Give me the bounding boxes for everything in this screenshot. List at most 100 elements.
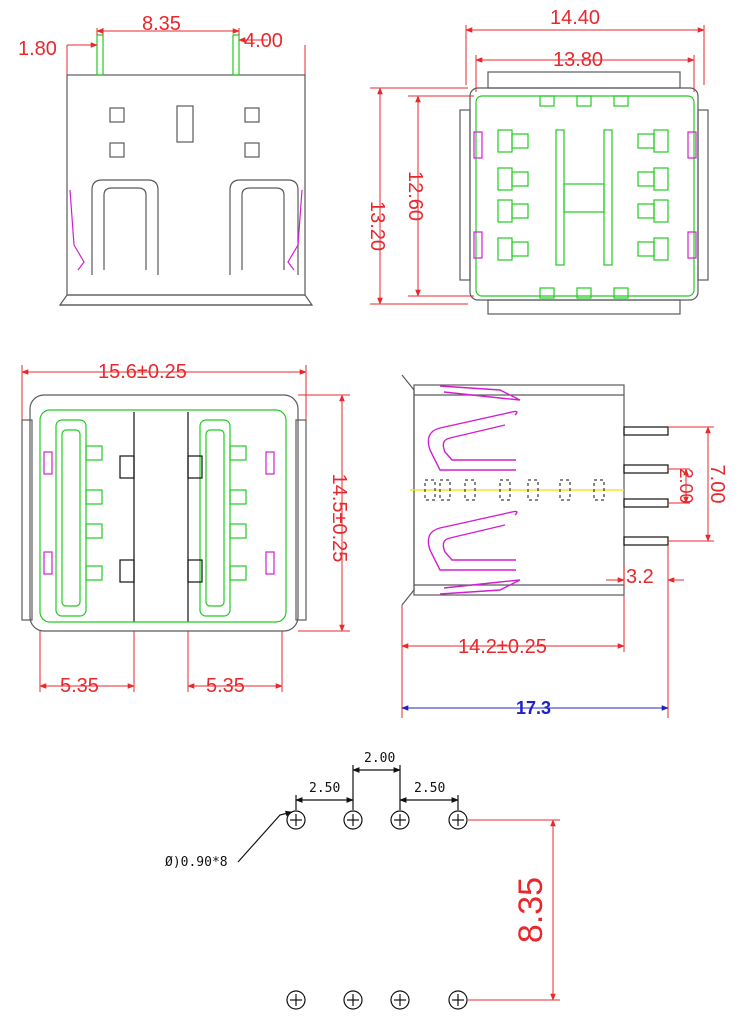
side-bottom-spring <box>439 579 521 595</box>
top-side-right <box>697 109 709 281</box>
top-contact-pad <box>511 241 529 257</box>
top-view-dims <box>370 25 705 305</box>
end-dim-height: 14.5±0.25 <box>328 474 350 563</box>
front-square <box>109 142 125 158</box>
front-square <box>244 142 260 158</box>
top-spring <box>473 131 483 159</box>
top-spring <box>687 231 697 259</box>
top-contact <box>653 167 669 191</box>
top-tab-bottom <box>487 299 681 315</box>
footprint-dim-right-pitch: 2.50 <box>414 781 445 796</box>
top-contact <box>497 167 513 191</box>
side-lower-contact <box>427 510 518 571</box>
top-view <box>459 71 709 315</box>
top-notch <box>576 287 592 299</box>
top-tongue-bridge <box>563 183 605 213</box>
top-contact <box>653 199 669 223</box>
footprint-hole <box>390 990 410 1010</box>
footprint-hole <box>448 990 468 1010</box>
footprint-hole <box>286 810 306 830</box>
top-notch <box>576 95 592 107</box>
top-tab-top <box>487 71 681 89</box>
front-dim-center: 8.35 <box>142 13 181 35</box>
top-body-outline <box>469 87 699 301</box>
top-contact <box>497 237 513 261</box>
top-contact <box>497 129 513 153</box>
side-view-dims <box>401 426 714 718</box>
end-dim-bottom-left: 5.35 <box>60 675 99 697</box>
front-base-flange <box>58 294 314 306</box>
front-spring-right <box>287 189 303 271</box>
top-contact <box>497 199 513 223</box>
front-view-dims <box>66 28 306 75</box>
top-contact-pad <box>637 203 655 219</box>
footprint-hole <box>390 810 410 830</box>
top-notch <box>613 95 629 107</box>
top-tongue-right <box>603 129 613 266</box>
front-center-slot <box>176 105 194 143</box>
footprint-hole <box>286 990 306 1010</box>
top-tongue-left <box>555 129 565 266</box>
end-port-right <box>199 419 231 617</box>
front-view <box>58 34 314 306</box>
top-dim-width-outer: 14.40 <box>550 7 600 29</box>
top-dim-height-inner: 12.60 <box>404 171 426 221</box>
top-contact-pad <box>511 203 529 219</box>
front-dim-right: 4.00 <box>244 30 283 52</box>
footprint-hole <box>343 810 363 830</box>
top-side-left <box>459 109 471 281</box>
footprint-top-row <box>286 810 468 830</box>
side-view <box>401 374 669 606</box>
end-view <box>21 394 307 632</box>
front-arch-left <box>91 179 159 275</box>
top-dim-width-inner: 13.80 <box>553 49 603 71</box>
top-notch <box>539 287 555 299</box>
front-pin-right <box>232 34 240 76</box>
side-dim-pitch-inner: 2.00 <box>676 468 696 503</box>
footprint-hole <box>343 990 363 1010</box>
top-dim-height-outer: 13.20 <box>366 201 388 251</box>
side-dim-tail: 3.2 <box>626 566 654 588</box>
end-side-left <box>21 419 33 621</box>
top-spring <box>473 231 483 259</box>
side-dim-total: 17.3 <box>516 698 551 718</box>
footprint-hole <box>448 810 468 830</box>
top-notch <box>613 287 629 299</box>
front-arch-right-inner <box>241 187 285 270</box>
top-inner-outline <box>475 95 695 297</box>
front-body-outline <box>66 74 306 296</box>
front-spring-left <box>69 189 85 271</box>
side-pin <box>623 426 669 436</box>
footprint-dim-left-pitch: 2.50 <box>309 781 340 796</box>
end-side-right <box>295 419 307 621</box>
end-port-left <box>55 419 87 617</box>
footprint-dim-center-gap: 2.00 <box>364 751 395 766</box>
front-square <box>109 107 125 123</box>
side-pin <box>623 464 669 474</box>
footprint-bottom-row <box>286 990 468 1010</box>
front-pin-left <box>96 34 104 76</box>
footprint <box>237 765 468 1010</box>
end-body-outline <box>29 394 299 632</box>
top-contact-pad <box>637 171 655 187</box>
top-contact-pad <box>511 171 529 187</box>
top-contact <box>653 129 669 153</box>
top-spring <box>687 131 697 159</box>
end-dim-bottom-right: 5.35 <box>206 675 245 697</box>
side-pin <box>623 536 669 546</box>
footprint-row-spacing: 8.35 <box>512 877 550 943</box>
end-view-dims <box>21 365 350 692</box>
top-contact-pad <box>637 133 655 149</box>
side-upper-contact <box>427 410 518 471</box>
top-contact <box>653 237 669 261</box>
end-inner-outline <box>39 409 287 623</box>
top-contact-pad <box>511 133 529 149</box>
side-dim-body: 14.2±0.25 <box>458 636 547 658</box>
side-dim-pitch-outer: 7.00 <box>706 465 728 504</box>
front-arch-right <box>229 179 299 275</box>
front-arch-left-inner <box>103 187 147 270</box>
footprint-row-dim <box>468 819 560 1001</box>
footprint-hole-note: Ø)0.90*8 <box>165 855 228 870</box>
side-top-spring <box>439 385 521 401</box>
